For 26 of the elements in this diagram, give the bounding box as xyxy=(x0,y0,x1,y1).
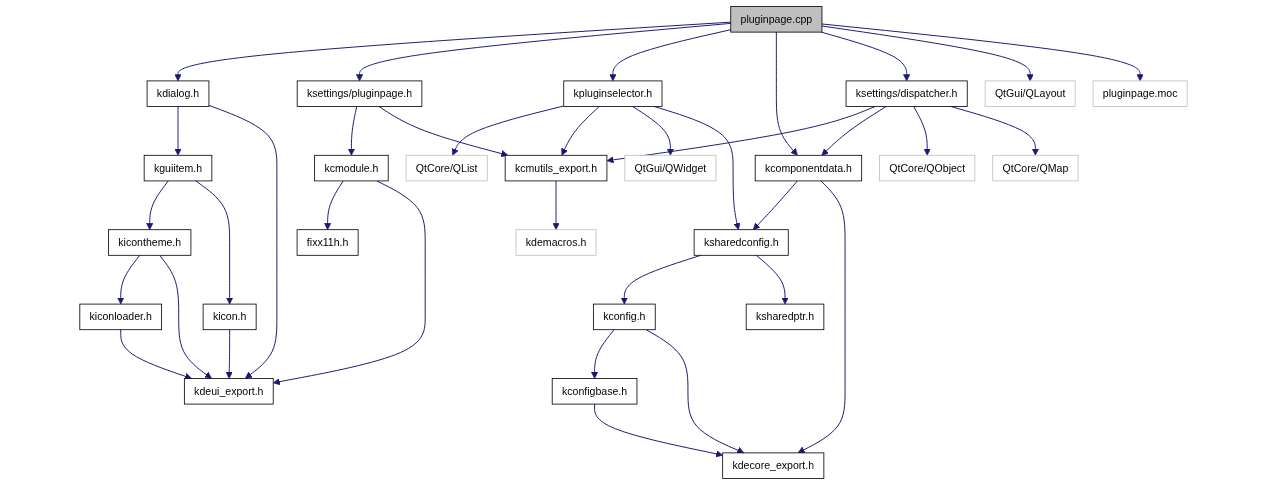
node-box: QtCore/QMap xyxy=(992,154,1079,182)
node-box: kicontheme.h xyxy=(108,229,192,256)
node-box: kcmutils_export.h xyxy=(504,154,608,182)
node-box: ksharedptr.h xyxy=(745,303,825,331)
node-box: kdemacros.h xyxy=(515,229,597,256)
node-box: kconfig.h xyxy=(593,303,656,331)
node-box: kdialog.h xyxy=(146,80,210,107)
node-box: kcomponentdata.h xyxy=(754,154,863,182)
node-box: kdecore_export.h xyxy=(722,452,825,479)
node-box: kpluginselector.h xyxy=(563,80,663,107)
node-box: QtCore/QList xyxy=(405,154,488,182)
node-box: kiconloader.h xyxy=(79,303,163,331)
node-box: ksettings/dispatcher.h xyxy=(845,80,968,107)
node-box: QtGui/QLayout xyxy=(984,80,1076,107)
node-box: pluginpage.cpp xyxy=(730,6,823,33)
node-box: fixx11h.h xyxy=(296,229,359,256)
node-box: kdeui_export.h xyxy=(183,378,274,405)
node-box: kguiitem.h xyxy=(143,154,213,182)
node-box: kcmodule.h xyxy=(314,154,389,182)
node-box: kicon.h xyxy=(202,303,257,331)
node-box: QtCore/QObject xyxy=(879,154,976,182)
node-box: pluginpage.moc xyxy=(1092,80,1188,107)
node-box: ksettings/pluginpage.h xyxy=(296,80,423,107)
node-box: QtGui/QWidget xyxy=(624,154,717,182)
node-box: kconfigbase.h xyxy=(551,378,638,405)
node-box: ksharedconfig.h xyxy=(693,229,789,256)
